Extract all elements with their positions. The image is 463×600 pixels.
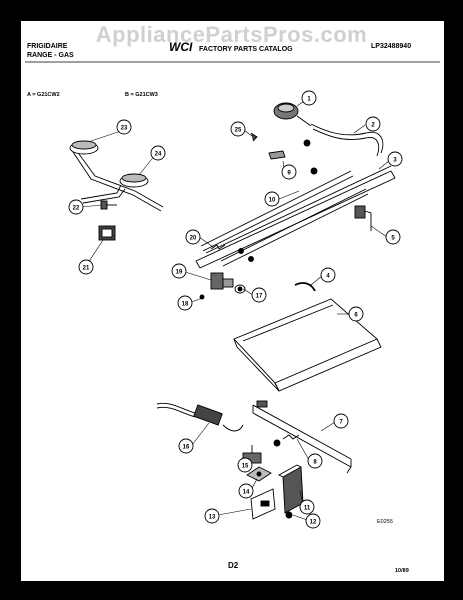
svg-text:22: 22 <box>73 206 80 212</box>
wci-logo: WCI <box>169 40 193 54</box>
brand-line-1: FRIGIDAIRE <box>27 43 68 50</box>
logo-text: WCI <box>169 40 193 54</box>
manifold-tube-part-2 <box>310 123 384 157</box>
model-b-label: B = G21CW3 <box>125 92 158 98</box>
ignitor-part-16 <box>156 402 244 432</box>
callout-21: 21 <box>78 259 94 275</box>
svg-text:24: 24 <box>155 152 162 158</box>
clip-part-25 <box>250 132 258 142</box>
svg-text:17: 17 <box>256 294 263 300</box>
bracket-part-6-upper <box>268 150 286 160</box>
svg-text:16: 16 <box>183 445 190 451</box>
svg-text:7: 7 <box>339 420 343 426</box>
burner-assembly-left <box>69 140 164 212</box>
callout-10: 10 <box>264 191 280 207</box>
watermark-text: AppliancePartsPros.com <box>95 22 368 47</box>
callout-6: 6 <box>348 306 364 322</box>
callout-22: 22 <box>68 199 84 215</box>
callout-19: 19 <box>171 263 187 279</box>
callout-8: 8 <box>307 453 323 469</box>
svg-text:21: 21 <box>83 266 90 272</box>
svg-text:1: 1 <box>307 97 311 103</box>
clip-part-4 <box>294 282 316 292</box>
callout-15: 15 <box>237 457 253 473</box>
switch-part-5 <box>354 205 372 231</box>
revision-date: 10/89 <box>395 568 409 574</box>
svg-text:10: 10 <box>269 198 276 204</box>
valve-part-19 <box>210 272 246 294</box>
callout-2: 2 <box>365 116 381 132</box>
burner-tubes-part-10 <box>200 170 369 267</box>
svg-text:18: 18 <box>182 302 189 308</box>
svg-text:5: 5 <box>391 236 395 242</box>
callout-1: 1 <box>301 90 317 106</box>
callout-9: 9 <box>281 164 297 180</box>
callout-18: 18 <box>177 295 193 311</box>
callout-13: 13 <box>204 508 220 524</box>
callout-17: 17 <box>251 287 267 303</box>
figure-code: E0255 <box>377 519 393 525</box>
svg-text:12: 12 <box>310 520 317 526</box>
callout-20: 20 <box>185 229 201 245</box>
callout-14: 14 <box>238 483 254 499</box>
callout-7: 7 <box>333 413 349 429</box>
catalog-title: FACTORY PARTS CATALOG <box>199 46 293 53</box>
svg-text:6: 6 <box>354 313 358 319</box>
spark-module-part-11 <box>278 464 304 514</box>
svg-text:20: 20 <box>190 236 197 242</box>
callout-24: 24 <box>150 145 166 161</box>
callout-5: 5 <box>385 229 401 245</box>
svg-text:13: 13 <box>209 515 216 521</box>
exploded-parts-diagram: FRIGIDAIRE RANGE - GAS WCI FACTORY PARTS… <box>25 40 440 574</box>
callout-11: 11 <box>299 499 315 515</box>
svg-text:15: 15 <box>242 464 249 470</box>
callout-25: 25 <box>230 121 246 137</box>
model-a-label: A = G21CW2 <box>27 92 60 98</box>
bracket-part-14 <box>246 466 272 482</box>
parts-diagram-sheet: FRIGIDAIRE RANGE - GAS WCI FACTORY PARTS… <box>21 21 444 581</box>
svg-text:19: 19 <box>176 270 183 276</box>
brand-line-2: RANGE - GAS <box>27 52 74 59</box>
svg-text:11: 11 <box>304 506 311 512</box>
svg-text:9: 9 <box>287 171 291 177</box>
callout-4: 4 <box>320 267 336 283</box>
bracket-part-13 <box>250 488 276 520</box>
svg-text:2: 2 <box>371 123 375 129</box>
screw-part-12 <box>285 511 293 519</box>
spring-part-8 <box>273 434 300 447</box>
callout-23: 23 <box>116 119 132 135</box>
svg-text:3: 3 <box>393 158 397 164</box>
page-number: D2 <box>228 561 239 570</box>
ignitor-part-22 <box>100 200 117 210</box>
callout-labels: 1 2 3 4 5 6 7 8 9 10 11 12 13 14 15 16 1… <box>68 90 403 529</box>
callout-12: 12 <box>305 513 321 529</box>
switch-part-21 <box>98 225 116 241</box>
svg-text:23: 23 <box>121 126 128 132</box>
burner-shield-part-6 <box>233 298 382 392</box>
valve-part-1 <box>273 102 312 127</box>
ignitor-bar-part-7 <box>252 400 352 474</box>
callout-16: 16 <box>178 438 194 454</box>
svg-text:14: 14 <box>243 490 250 496</box>
catalog-part-number: LP32488940 <box>371 43 411 50</box>
spring-part-20 <box>210 244 226 250</box>
callout-3: 3 <box>387 151 403 167</box>
orifice-hoods <box>238 139 318 262</box>
svg-text:25: 25 <box>235 128 242 134</box>
svg-text:8: 8 <box>313 460 317 466</box>
leader-lines <box>81 98 390 521</box>
svg-text:4: 4 <box>326 274 330 280</box>
